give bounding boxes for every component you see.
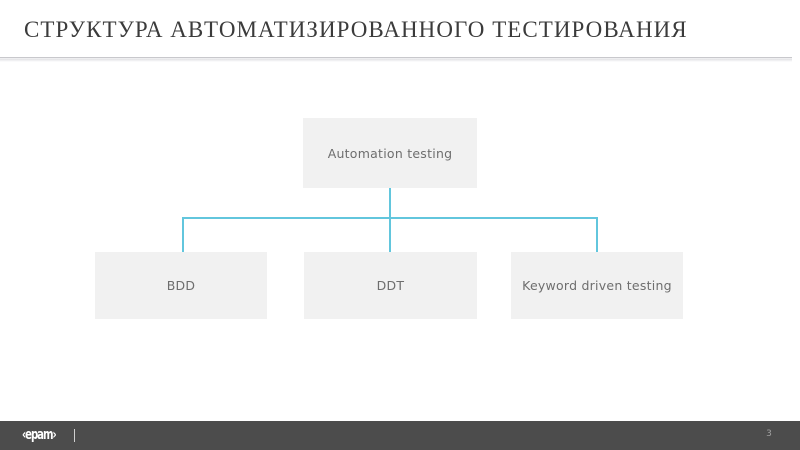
connector-root-stem [389,188,391,252]
connector-drop-bdd [182,217,184,252]
node-automation-testing[interactable]: Automation testing [303,118,477,188]
node-bdd-label: BDD [166,278,196,293]
epam-logo: ‹epam› [22,427,57,443]
footer-separator [74,429,75,442]
title-divider [0,57,792,59]
automation-testing-hierarchy-diagram: Automation testing BDD DDT Keyword drive… [95,118,683,319]
connector-drop-keyword-driven-testing [596,217,598,252]
connector-horizontal-bus [182,217,598,219]
node-keyword-driven-testing-label: Keyword driven testing [522,278,672,293]
slide-footer: ‹epam› 3 [0,421,800,450]
node-ddt-label: DDT [376,278,405,293]
page-number: 3 [766,429,772,439]
page-title: Структура автоматизированного тестирован… [24,17,688,42]
node-bdd[interactable]: BDD [95,252,267,319]
node-keyword-driven-testing[interactable]: Keyword driven testing [511,252,683,319]
node-ddt[interactable]: DDT [304,252,477,319]
node-automation-testing-label: Automation testing [327,145,453,161]
title-divider-shadow [0,59,792,62]
